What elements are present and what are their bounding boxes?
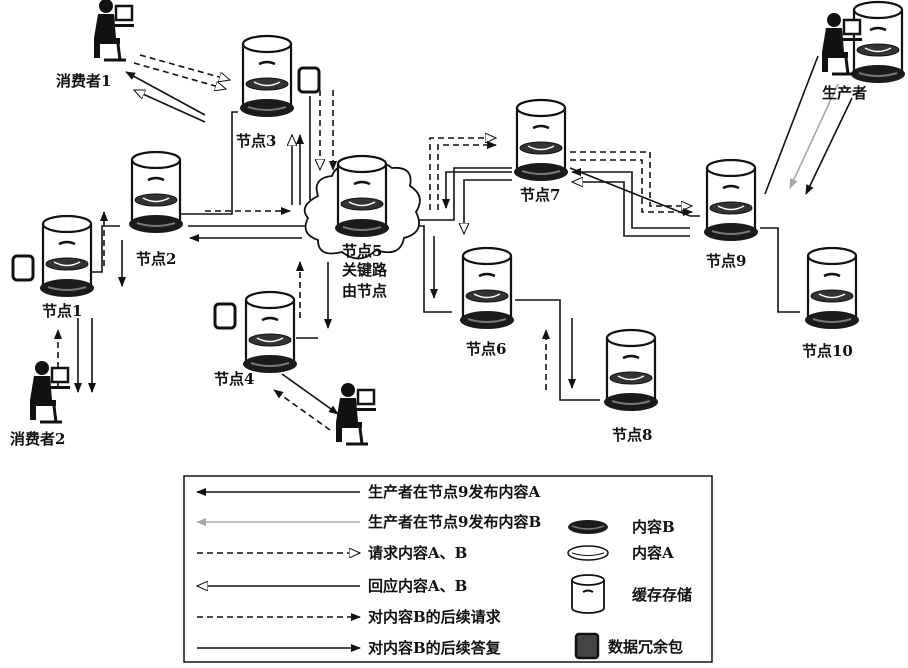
legend-followup-request: 对内容B的后续请求 <box>368 608 502 626</box>
publish-a-arrow <box>806 98 852 194</box>
consumer2-person-icon <box>30 361 70 422</box>
node6-label: 节点6 <box>466 340 506 358</box>
request-arrow <box>140 55 230 80</box>
response-arrow <box>282 374 338 414</box>
node9-label: 节点9 <box>706 252 746 270</box>
cache-storage-icon <box>704 160 758 241</box>
link-n5-n7 <box>410 168 512 220</box>
legend-publish-a: 生产者在节点9发布内容A <box>368 483 540 501</box>
cache-storage-icon <box>805 248 859 329</box>
consumer3-person-icon <box>336 383 376 444</box>
request-arrow <box>570 160 692 212</box>
node1-label: 节点1 <box>42 302 82 320</box>
consumer2-label: 消费者2 <box>10 430 65 448</box>
response-arrow <box>464 180 512 234</box>
request-arrow <box>430 138 496 210</box>
node3-label: 节点3 <box>236 132 276 150</box>
link-n6-n8 <box>515 300 600 400</box>
request-arrow <box>274 390 330 430</box>
legend-request: 请求内容A、B <box>368 544 467 562</box>
node7-label: 节点7 <box>520 186 560 204</box>
legend-box <box>184 476 712 662</box>
node5-label: 节点5 <box>342 242 382 260</box>
link-n9-n10 <box>760 228 800 312</box>
cache-storage-icon <box>129 152 183 233</box>
cache-storage-icon <box>335 156 389 237</box>
legend-publish-b: 生产者在节点9发布内容B <box>368 513 541 531</box>
key-router-label-line2: 由节点 <box>342 282 387 300</box>
labels: 节点1 节点2 节点3 节点4 节点5 节点6 节点7 节点8 节点9 节点10… <box>10 72 867 448</box>
link-n7-n9 <box>570 168 700 216</box>
response-arrow <box>126 72 205 115</box>
legend-content-a: 内容A <box>632 544 674 562</box>
link-n2-n3 <box>176 112 238 214</box>
response-arrow <box>446 172 512 208</box>
consumer1-person-icon <box>94 0 134 60</box>
response-arrow <box>572 172 690 228</box>
cache-storage-icon <box>851 2 905 83</box>
legend-content-b: 内容B <box>632 518 675 536</box>
cache-storage-icon <box>243 292 297 373</box>
node2-label: 节点2 <box>136 250 176 268</box>
flow-arrows <box>58 55 852 430</box>
redundant-packet-legend-icon <box>576 634 598 658</box>
node10-label: 节点10 <box>802 342 853 360</box>
link-n5-n6 <box>410 226 452 312</box>
redundant-packet-icon <box>299 68 319 92</box>
producer-label: 生产者 <box>822 84 867 102</box>
legend-followup-reply: 对内容B的后续答复 <box>368 639 502 657</box>
legend: 生产者在节点9发布内容A 生产者在节点9发布内容B 请求内容A、B 回应内容A、… <box>184 476 712 662</box>
content-a-icon <box>568 546 608 560</box>
node4-label: 节点4 <box>214 370 254 388</box>
consumer1-label: 消费者1 <box>56 72 111 90</box>
cache-storage-legend-icon <box>572 575 604 613</box>
cache-storage-icon <box>240 36 294 117</box>
node8-label: 节点8 <box>612 426 652 444</box>
redundant-packet-icon <box>215 304 235 328</box>
key-router-label-line1: 关键路 <box>342 261 388 279</box>
legend-redundant-packet: 数据冗余包 <box>608 638 683 656</box>
cache-storage-icon <box>40 216 94 297</box>
legend-cache-storage: 缓存存储 <box>632 586 692 604</box>
redundant-packet-icon <box>13 256 33 280</box>
cache-storage-icon <box>604 330 658 411</box>
legend-response: 回应内容A、B <box>368 577 467 595</box>
cache-storage-icon <box>460 248 514 329</box>
publish-a-arrow <box>765 56 818 194</box>
cache-storage-icon <box>514 100 568 181</box>
links <box>70 96 800 400</box>
